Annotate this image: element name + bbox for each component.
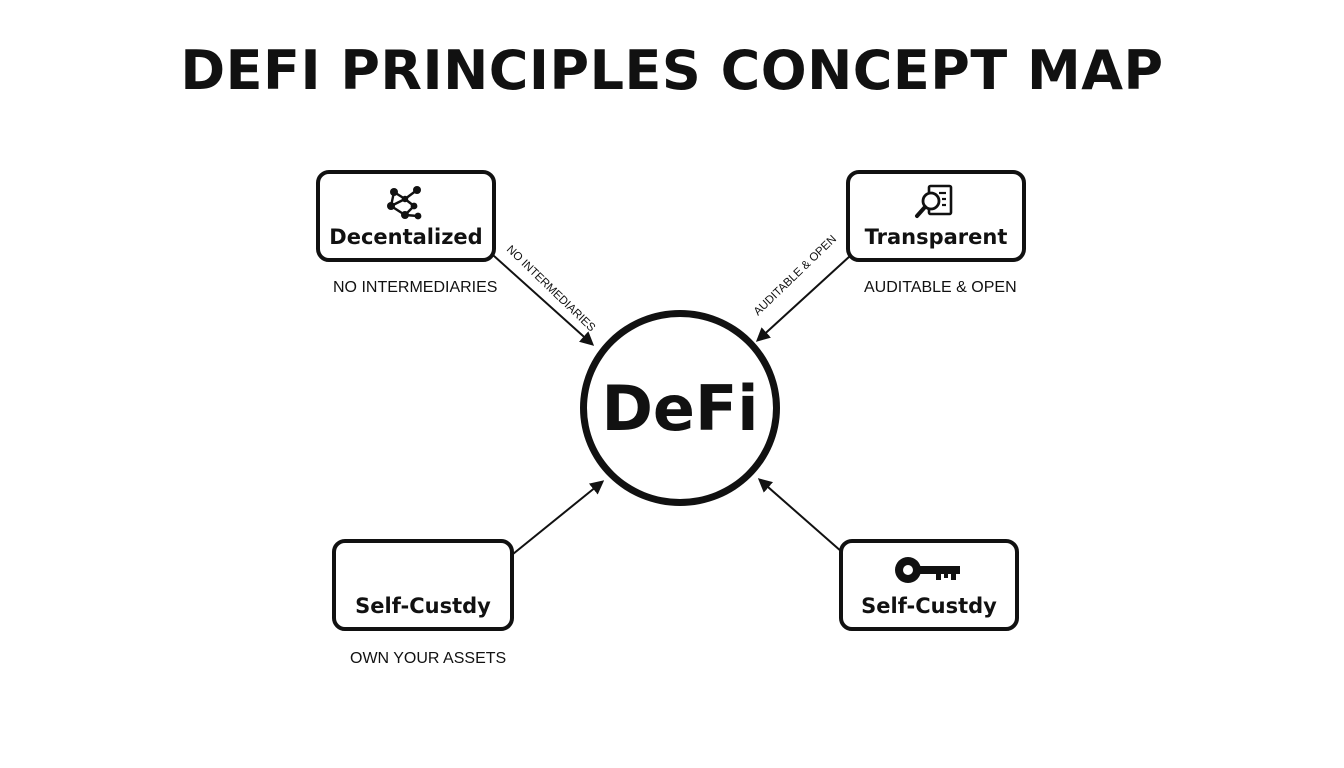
- document-magnifier-icon: [915, 184, 953, 218]
- node-self-custody-left-label: Self-Custdy: [355, 594, 491, 618]
- node-transparent: Transparent: [846, 170, 1026, 262]
- network-nodes-icon: [387, 186, 422, 220]
- node-self-custody-left: Self-Custdy: [332, 539, 514, 631]
- node-self-custody-right: Self-Custdy: [839, 539, 1019, 631]
- arrow-transparent-to-defi: [755, 255, 851, 342]
- defi-hub: DeFi: [580, 310, 780, 506]
- node-transparent-label: Transparent: [864, 225, 1008, 249]
- node-self-custody-right-label: Self-Custdy: [861, 594, 997, 618]
- edge-label-decentralized: NO INTERMEDIARIES: [504, 244, 598, 335]
- caption-self-custody-left: OWN YOUR ASSETS: [350, 650, 507, 667]
- arrow-self-custody-right-to-defi: [757, 478, 843, 553]
- caption-transparent: AUDITABLE & OPEN: [864, 279, 1017, 296]
- node-decentralized-label: Decentalized: [329, 225, 483, 249]
- arrow-self-custody-left-to-defi: [512, 480, 605, 555]
- defi-hub-label: DeFi: [601, 371, 759, 445]
- page-title: DEFI PRINCIPLES CONCEPT MAP: [180, 39, 1164, 102]
- key-icon: [895, 557, 960, 583]
- caption-decentralized: NO INTERMEDIARIES: [333, 279, 498, 296]
- node-decentralized: Decentalized: [316, 170, 496, 262]
